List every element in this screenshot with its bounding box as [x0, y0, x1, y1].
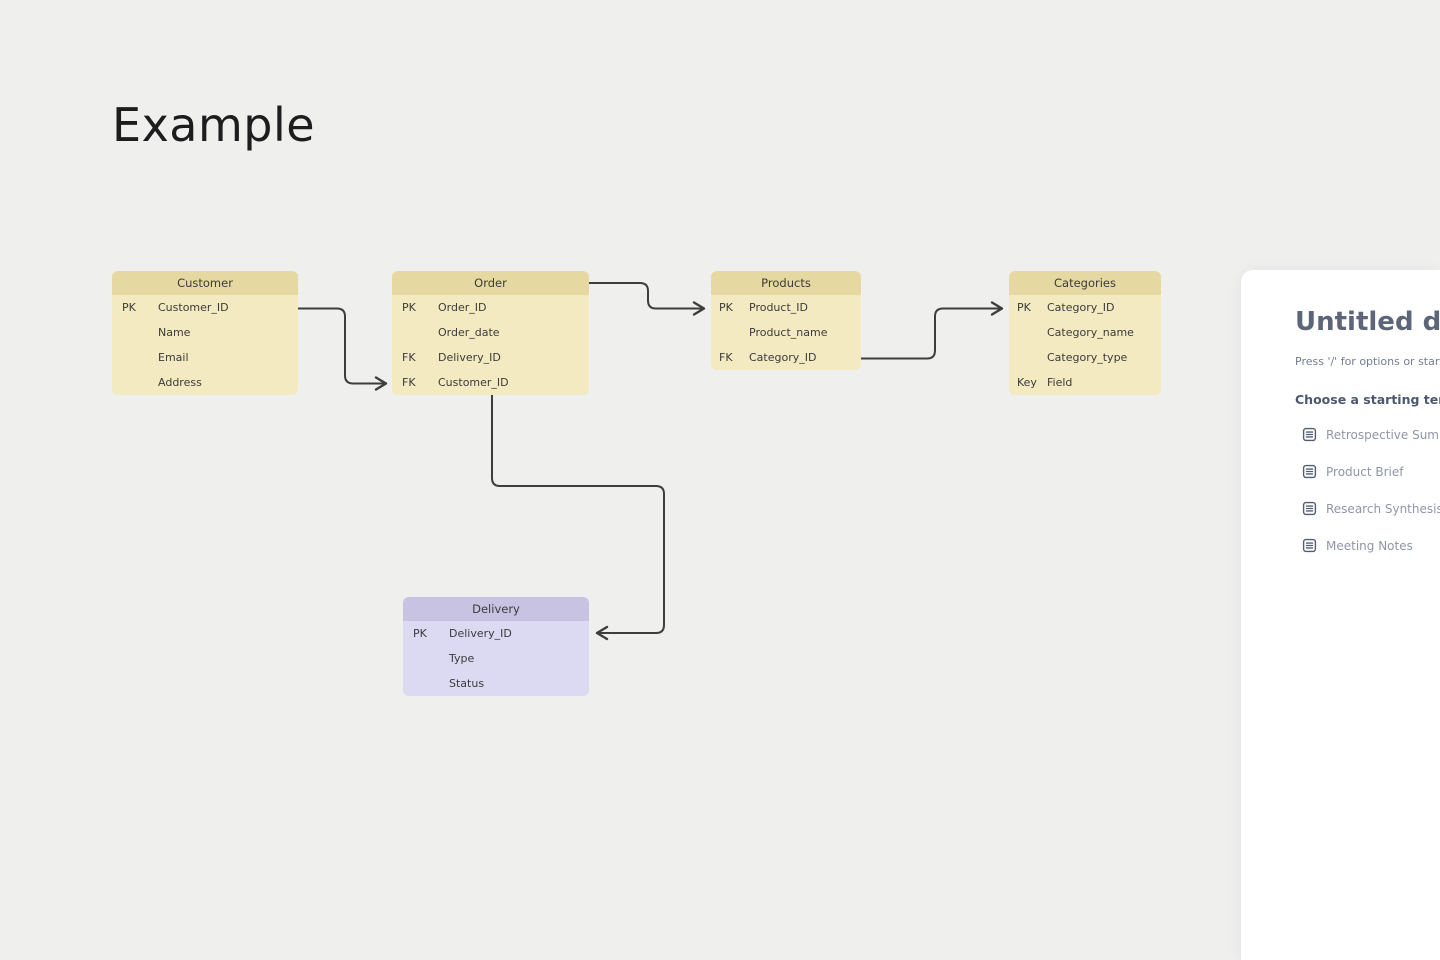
field-label: Category_type	[1047, 351, 1128, 364]
board-title[interactable]: Example	[112, 98, 316, 152]
entity-row[interactable]: PK Customer_ID	[112, 295, 298, 320]
entity-customer-title[interactable]: Customer	[112, 271, 298, 295]
template-item-meeting-notes[interactable]: Meeting Notes	[1302, 538, 1440, 553]
entity-row[interactable]: Address	[112, 370, 298, 395]
template-item-research-synthesis[interactable]: Research Synthesis	[1302, 501, 1440, 516]
document-icon	[1302, 538, 1317, 553]
template-item-product-brief[interactable]: Product Brief	[1302, 464, 1440, 479]
entity-row[interactable]: Product_name	[711, 320, 861, 345]
entity-row[interactable]: PK Delivery_ID	[403, 621, 589, 646]
key-label: FK	[402, 376, 416, 389]
entity-order[interactable]: Order PK Order_ID Order_date FK Delivery_I…	[392, 271, 589, 395]
doc-panel[interactable]: Untitled doc Press '/' for options or st…	[1241, 270, 1440, 960]
entity-row[interactable]: FK Category_ID	[711, 345, 861, 370]
template-label: Research Synthesis	[1326, 501, 1440, 516]
entity-row[interactable]: PK Order_ID	[392, 295, 589, 320]
connector-customer-order[interactable]	[297, 307, 388, 391]
key-label: FK	[719, 351, 733, 364]
field-label: Customer_ID	[438, 376, 509, 389]
field-label: Category_ID	[749, 351, 817, 364]
doc-title[interactable]: Untitled doc	[1295, 307, 1440, 337]
document-icon	[1302, 464, 1317, 479]
entity-products[interactable]: Products PK Product_ID Product_name FK Cat…	[711, 271, 861, 370]
field-label: Order_date	[438, 326, 500, 339]
connector-products-categories[interactable]	[860, 301, 1004, 360]
field-label: Category_name	[1047, 326, 1134, 339]
field-label: Email	[158, 351, 189, 364]
entity-categories-title[interactable]: Categories	[1009, 271, 1161, 295]
entity-row[interactable]: Type	[403, 646, 589, 671]
key-label: FK	[402, 351, 416, 364]
entity-row[interactable]: Category_name	[1009, 320, 1161, 345]
entity-categories-body: PK Category_ID Category_name Category_typ…	[1009, 295, 1161, 395]
template-item-retrospective-summary[interactable]: Retrospective Summar	[1302, 427, 1440, 442]
template-label: Retrospective Summar	[1326, 427, 1440, 442]
field-label: Customer_ID	[158, 301, 229, 314]
entity-row[interactable]: Order_date	[392, 320, 589, 345]
key-label: Key	[1017, 376, 1037, 389]
key-label: PK	[719, 301, 733, 314]
entity-delivery[interactable]: Delivery PK Delivery_ID Type Status	[403, 597, 589, 696]
entity-products-title[interactable]: Products	[711, 271, 861, 295]
field-label: Name	[158, 326, 191, 339]
entity-row[interactable]: FK Customer_ID	[392, 370, 589, 395]
field-label: Address	[158, 376, 202, 389]
entity-order-title[interactable]: Order	[392, 271, 589, 295]
key-label: PK	[122, 301, 136, 314]
entity-row[interactable]: Email	[112, 345, 298, 370]
entity-row[interactable]: Key Field	[1009, 370, 1161, 395]
document-icon	[1302, 501, 1317, 516]
field-label: Product_name	[749, 326, 828, 339]
field-label: Delivery_ID	[449, 627, 512, 640]
field-label: Type	[449, 652, 475, 665]
entity-row[interactable]: PK Category_ID	[1009, 295, 1161, 320]
field-label: Status	[449, 677, 485, 690]
entity-delivery-body: PK Delivery_ID Type Status	[403, 621, 589, 696]
field-label: Delivery_ID	[438, 351, 501, 364]
entity-row[interactable]: FK Delivery_ID	[392, 345, 589, 370]
template-label: Meeting Notes	[1326, 538, 1413, 553]
entity-row[interactable]: Name	[112, 320, 298, 345]
template-list: Retrospective Summar Product Brief Resea…	[1302, 427, 1440, 553]
template-label: Product Brief	[1326, 464, 1404, 479]
document-icon	[1302, 427, 1317, 442]
key-label: PK	[413, 627, 427, 640]
field-label: Category_ID	[1047, 301, 1115, 314]
entity-categories[interactable]: Categories PK Category_ID Category_name C…	[1009, 271, 1161, 395]
entity-order-body: PK Order_ID Order_date FK Delivery_ID FK Cu…	[392, 295, 589, 395]
entity-row[interactable]: PK Product_ID	[711, 295, 861, 320]
template-section-heading: Choose a starting templa	[1295, 392, 1440, 407]
field-label: Field	[1047, 376, 1073, 389]
entity-row[interactable]: Category_type	[1009, 345, 1161, 370]
key-label: PK	[1017, 301, 1031, 314]
entity-customer-body: PK Customer_ID Name Email Address	[112, 295, 298, 395]
entity-delivery-title[interactable]: Delivery	[403, 597, 589, 621]
connector-order-products[interactable]	[588, 282, 706, 316]
field-label: Order_ID	[438, 301, 487, 314]
entity-products-body: PK Product_ID Product_name FK Category_ID	[711, 295, 861, 370]
key-label: PK	[402, 301, 416, 314]
doc-placeholder[interactable]: Press '/' for options or start w	[1295, 355, 1440, 368]
connector-order-delivery[interactable]	[491, 394, 665, 641]
field-label: Product_ID	[749, 301, 808, 314]
entity-customer[interactable]: Customer PK Customer_ID Name Email Addres…	[112, 271, 298, 395]
entity-row[interactable]: Status	[403, 671, 589, 696]
